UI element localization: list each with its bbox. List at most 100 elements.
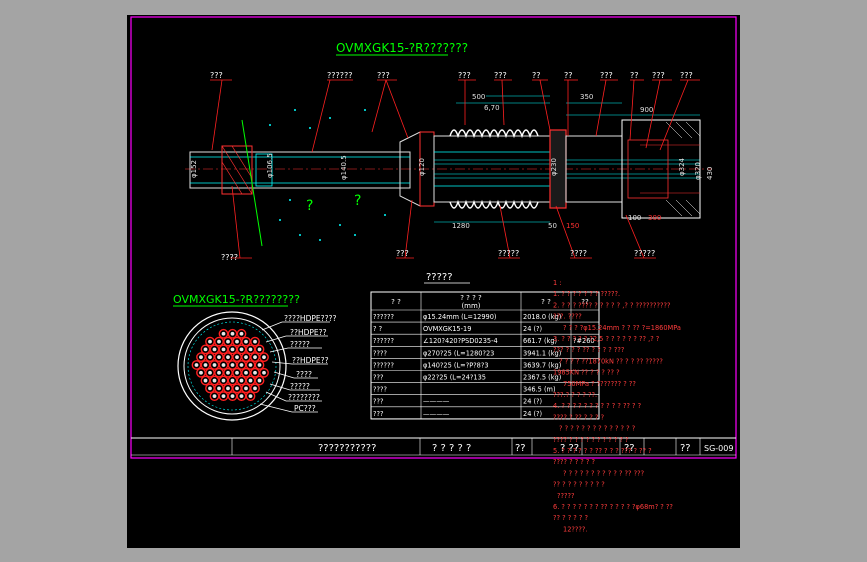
table-cell: ?????? bbox=[373, 337, 394, 345]
main-title: OVMXGK15-?R??????? bbox=[336, 41, 468, 55]
table-cell: ———— bbox=[423, 410, 450, 418]
svg-text:???: ??? bbox=[652, 71, 665, 80]
table-cell: 24 (?) bbox=[523, 325, 542, 333]
svg-text:φ106.5: φ106.5 bbox=[266, 153, 274, 178]
svg-text:???: ??? bbox=[680, 71, 693, 80]
note-line: ??? ? ? ? ?? ? ? ? ? ??? bbox=[553, 346, 625, 354]
table-cell: ?????? bbox=[373, 361, 394, 369]
svg-text:??: ?? bbox=[564, 71, 573, 80]
svg-text:????: ???? bbox=[221, 253, 238, 262]
table-cell: ?#260 bbox=[573, 337, 595, 345]
svg-text:??????: ?????? bbox=[327, 71, 352, 80]
table-cell: ? ? bbox=[373, 325, 383, 333]
strand-core bbox=[221, 378, 226, 383]
svg-text:?????: ????? bbox=[290, 382, 310, 391]
table-cell: ?????? bbox=[373, 313, 394, 321]
svg-text:?????: ????? bbox=[290, 340, 310, 349]
strand-core bbox=[226, 355, 230, 360]
svg-text:?: ? bbox=[306, 198, 313, 214]
strand-core bbox=[212, 394, 217, 399]
svg-text:? ??: ? ?? bbox=[560, 443, 579, 454]
table-cell: φ15.24mm (L=12990) bbox=[423, 313, 497, 321]
svg-text:? ? ? ? ?: ? ? ? ? ? bbox=[432, 443, 471, 454]
section-labels: ????HDPE???? ??HDPE?? ????? ??HDPE?? ???… bbox=[284, 314, 337, 413]
strand-core bbox=[208, 339, 212, 344]
strand-core bbox=[230, 363, 235, 367]
strand-core bbox=[262, 355, 266, 360]
strand-core bbox=[217, 386, 221, 391]
svg-text:350: 350 bbox=[580, 93, 593, 101]
svg-text:???: ??? bbox=[396, 249, 409, 258]
callouts-top: ??? ?????? ??? ??? ??? ?? ?? ??? ?? ??? … bbox=[210, 71, 693, 80]
strand-core bbox=[235, 339, 239, 344]
strand bbox=[259, 367, 269, 378]
strand-core bbox=[221, 394, 226, 399]
svg-text:????????: ???????? bbox=[288, 393, 320, 402]
strand-core bbox=[221, 363, 226, 367]
title-block: ??????????? ? ? ? ? ? ?? ? ?? ?? ?? SG-0… bbox=[131, 437, 736, 456]
note-line: ???. ???? bbox=[553, 313, 582, 321]
strand bbox=[250, 383, 260, 394]
strand-core bbox=[257, 378, 262, 383]
table-cell: ??? bbox=[373, 410, 384, 418]
strand-core bbox=[244, 355, 248, 360]
strand-core bbox=[239, 363, 244, 367]
steel-duct bbox=[189, 151, 411, 189]
strand-core bbox=[221, 347, 226, 352]
strand-core bbox=[208, 386, 212, 391]
strand-core bbox=[239, 394, 244, 399]
svg-text:φ324: φ324 bbox=[678, 157, 686, 176]
note-line: 3. ? ? ? ? ? ?2,5 ? ? ? ? ? ? ?? ,? ? bbox=[553, 335, 660, 343]
table-header: ?? bbox=[581, 298, 589, 306]
drawing-sheet bbox=[127, 15, 740, 548]
anchor-elevation: ? ? bbox=[185, 109, 712, 247]
svg-text:?????: ????? bbox=[634, 249, 655, 258]
strand-core bbox=[226, 339, 230, 344]
note-line: ????? bbox=[557, 492, 575, 500]
table-cell: 3639.7 (kg) bbox=[523, 361, 561, 369]
table-cell: 2367.5 (kg) bbox=[523, 374, 561, 382]
drawing-frame bbox=[130, 16, 737, 459]
strand bbox=[245, 391, 256, 402]
svg-text:φ152: φ152 bbox=[190, 160, 198, 178]
note-line: ?? ? ? ? ? ? ? ? ? bbox=[553, 481, 605, 489]
strand-core bbox=[248, 394, 253, 399]
drawing-number: SG-009 bbox=[704, 444, 733, 453]
strand-core bbox=[253, 386, 257, 391]
strand-core bbox=[226, 386, 230, 391]
strand-core bbox=[217, 355, 221, 360]
svg-text:150: 150 bbox=[566, 222, 579, 230]
strand-core bbox=[203, 347, 208, 352]
note-line: ?? ? ? ? ? ? bbox=[553, 514, 588, 522]
svg-text:430: 430 bbox=[706, 167, 714, 180]
table-cell: ??? bbox=[373, 398, 384, 406]
note-line: ? ? ? ? ??1870kN ?? ? ? ?? ????? bbox=[559, 357, 663, 365]
note-line: ???? ? ? ? ? ? ? ? ? ? ? ? bbox=[553, 436, 629, 444]
strand-core bbox=[194, 363, 199, 367]
svg-text:φ140.5: φ140.5 bbox=[340, 155, 348, 180]
strand bbox=[254, 344, 265, 355]
table-cell: ???? bbox=[373, 349, 387, 357]
table-header: ? ? ? ? bbox=[460, 294, 482, 302]
svg-text:???????????: ??????????? bbox=[318, 443, 376, 454]
svg-text:??: ?? bbox=[515, 443, 526, 454]
strand-core bbox=[239, 347, 244, 352]
cable-cross-section bbox=[177, 311, 287, 421]
strand-core bbox=[221, 331, 226, 336]
table-cell: ???? bbox=[373, 386, 387, 394]
svg-text:6,70: 6,70 bbox=[484, 104, 500, 112]
note-line: 4. ? ? ? ? ? ? ? ? ? ? ? ?? ? ? bbox=[553, 402, 642, 410]
note-line: 1985KN ?? ? ? ? ?? ? bbox=[553, 369, 620, 377]
table-header: ? ? bbox=[541, 298, 551, 306]
svg-text:???: ??? bbox=[458, 71, 471, 80]
svg-text:??HDPE??: ??HDPE?? bbox=[292, 356, 329, 365]
svg-text:??HDPE??: ??HDPE?? bbox=[290, 328, 327, 337]
table-cell: ———— bbox=[423, 398, 450, 406]
table-cell: 2018.0 (kg) bbox=[523, 313, 561, 321]
svg-text:300: 300 bbox=[648, 214, 661, 222]
svg-text:????: ???? bbox=[296, 370, 312, 379]
note-line: 6. ? ? ? ? ? ? ? ?? ? ? ? ? ?φ68m? ? ?? bbox=[553, 503, 673, 511]
table-cell: φ140?25 (L=?P?8?3 bbox=[423, 361, 489, 369]
svg-text:900: 900 bbox=[640, 106, 653, 114]
